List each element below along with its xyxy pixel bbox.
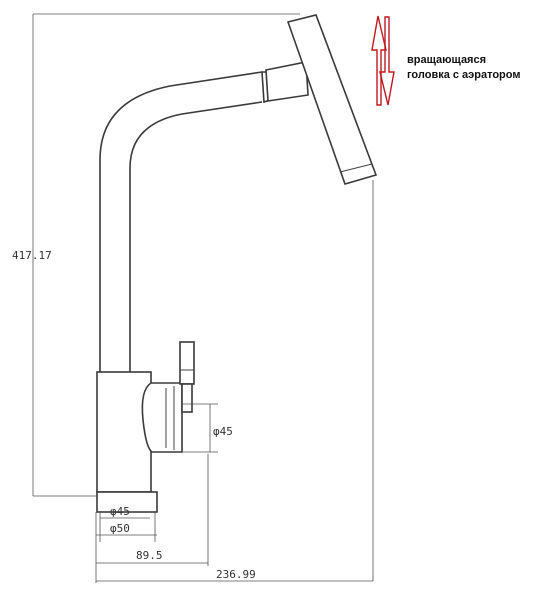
base-diameter-label: φ50 [110, 522, 130, 535]
base-diameter-dimensions: φ45 φ50 [96, 505, 157, 542]
rotation-arrows-icon [371, 15, 395, 106]
lever-diameter-dimension: φ45 [182, 403, 233, 453]
callout-line-2: головка с аэратором [407, 69, 520, 81]
reach-dimension: 236.99 [96, 568, 373, 582]
callout-line-1: вращающаяся [407, 54, 486, 66]
width-dimension-label: 89.5 [136, 549, 163, 562]
height-dimension: 417.17 [12, 13, 300, 497]
height-dimension-label: 417.17 [12, 249, 52, 262]
reach-dimension-label: 236.99 [216, 568, 256, 581]
base-plate [96, 491, 158, 513]
spout-base-diameter-label: φ45 [110, 505, 130, 518]
aerator-head [286, 14, 378, 185]
width-dimension: 89.5 [95, 454, 209, 583]
faucet-body [96, 341, 195, 513]
lever-diameter-label: φ45 [213, 425, 233, 438]
faucet-spout [99, 61, 309, 372]
lever-handle [179, 341, 195, 385]
